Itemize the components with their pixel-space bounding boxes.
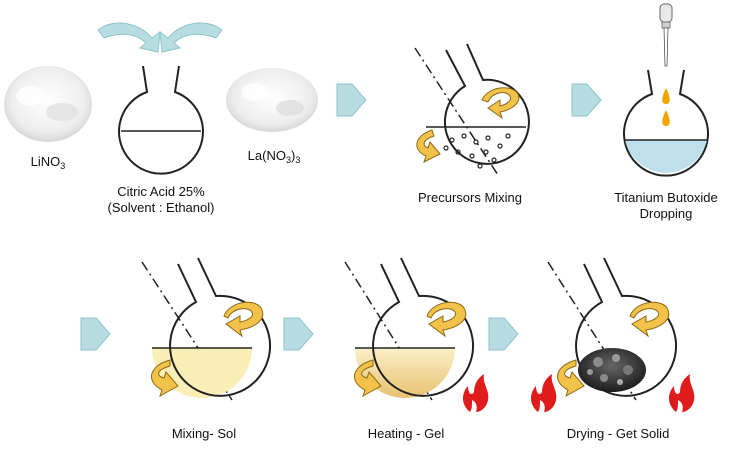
lino3-powder-image xyxy=(4,66,92,142)
label-step-drying: Drying - Get Solid xyxy=(566,426,670,441)
flow-arrow-3-icon xyxy=(80,317,111,351)
pour-arrow-left-icon xyxy=(97,22,161,53)
precipitate-particles xyxy=(443,133,511,169)
flame-right-icon xyxy=(669,374,695,412)
pour-arrow-right-icon xyxy=(159,22,223,53)
flask-mixing-sol xyxy=(141,257,272,401)
label-lino3: LiNO3 xyxy=(30,154,66,171)
stir-arrow-upper-icon xyxy=(629,301,670,338)
flow-arrow-1-icon xyxy=(336,83,367,117)
flask-heating-gel xyxy=(344,257,489,412)
droplet-upper-icon xyxy=(662,88,670,104)
flow-arrow-4-icon xyxy=(283,317,314,351)
stir-arrow-upper-icon xyxy=(223,301,264,338)
pipette-icon xyxy=(659,3,673,67)
label-step-mixing-sol: Mixing- Sol xyxy=(171,426,237,441)
dried-solid-image xyxy=(578,348,646,392)
flask-drying-solid xyxy=(531,257,695,412)
liquid-layer xyxy=(625,140,707,173)
flask-precursors-mixing xyxy=(414,43,530,176)
droplet-lower-icon xyxy=(662,110,670,126)
stir-arrow-lower-icon xyxy=(354,359,382,398)
stir-arrow-upper-icon xyxy=(426,301,467,338)
label-la-no3-3: La(NO3)3 xyxy=(247,148,301,165)
flow-arrow-2-icon xyxy=(571,83,602,117)
flame-icon xyxy=(463,374,489,412)
la-no3-3-powder-image xyxy=(226,68,318,132)
label-step-citric-acid: Citric Acid 25% (Solvent : Ethanol) xyxy=(107,184,215,215)
stir-arrow-lower-icon xyxy=(416,129,441,163)
flow-arrow-5-icon xyxy=(488,317,519,351)
stir-arrow-upper-icon xyxy=(481,87,520,120)
label-step-heating-gel: Heating - Gel xyxy=(367,426,445,441)
flame-left-icon xyxy=(531,374,557,412)
flask-citric-acid xyxy=(118,65,204,175)
label-step-titanium-butoxide: Titanium Butoxide Dropping xyxy=(614,190,718,221)
flask-titanium-butoxide xyxy=(623,3,709,177)
stir-arrow-lower-icon xyxy=(151,359,179,398)
label-step-precursors-mixing: Precursors Mixing xyxy=(417,190,523,205)
stir-arrow-lower-icon xyxy=(557,359,585,398)
